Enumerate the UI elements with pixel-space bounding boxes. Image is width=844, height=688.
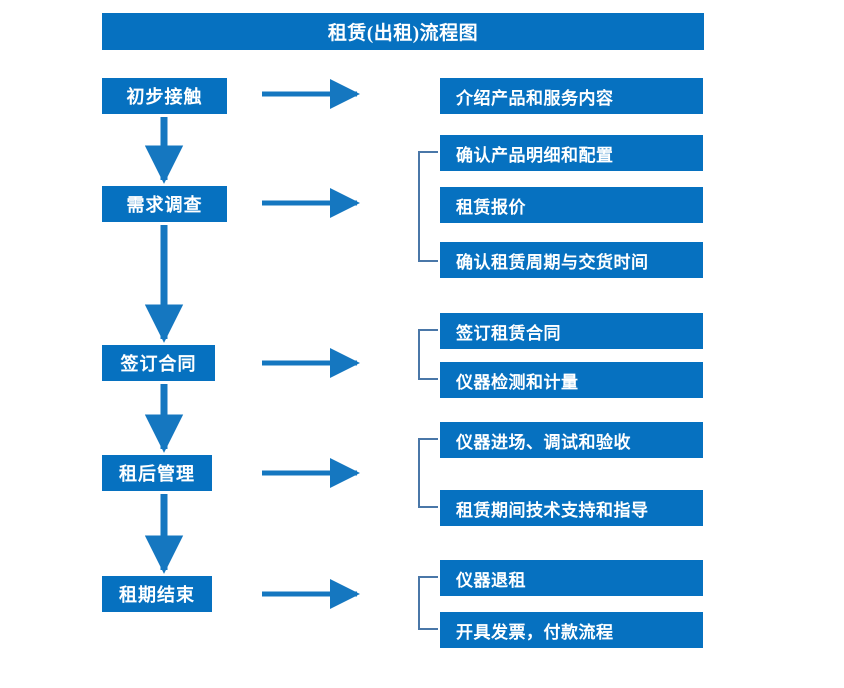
detail-label: 仪器检测和计量 [456, 372, 579, 392]
stage-box-qianding-hetong[interactable]: 签订合同 [102, 345, 215, 381]
bracket-group-postrental [418, 438, 438, 508]
detail-box-instrument-test[interactable]: 仪器检测和计量 [440, 362, 703, 398]
flowchart-title-bar: 租赁(出租)流程图 [102, 13, 704, 50]
group-brackets [418, 151, 438, 630]
stage-box-chubu-jiechu[interactable]: 初步接触 [102, 78, 227, 114]
stage-box-zuqi-jieshu[interactable]: 租期结束 [102, 576, 212, 612]
detail-box-technical-support[interactable]: 租赁期间技术支持和指导 [440, 490, 703, 526]
detail-label: 签订租赁合同 [456, 323, 561, 343]
detail-label: 仪器退租 [456, 570, 526, 590]
bracket-group-demand [418, 151, 438, 262]
stage-box-xuqiu-diaocha[interactable]: 需求调查 [102, 186, 227, 222]
detail-box-instrument-install[interactable]: 仪器进场、调试和验收 [440, 422, 703, 458]
horizontal-arrows [262, 79, 360, 609]
detail-box-rental-quote[interactable]: 租赁报价 [440, 187, 703, 223]
stage-label: 签订合同 [120, 354, 197, 374]
stage-label: 租期结束 [119, 585, 195, 605]
detail-box-confirm-period[interactable]: 确认租赁周期与交货时间 [440, 242, 703, 278]
detail-label: 确认租赁周期与交货时间 [456, 252, 649, 272]
detail-label: 租赁报价 [456, 197, 526, 217]
stage-label: 需求调查 [126, 195, 203, 215]
page-title: 租赁(出租)流程图 [327, 23, 479, 44]
detail-label: 介绍产品和服务内容 [456, 88, 614, 108]
detail-box-instrument-return[interactable]: 仪器退租 [440, 560, 703, 596]
detail-label: 仪器进场、调试和验收 [456, 432, 631, 452]
detail-box-sign-rental-contract[interactable]: 签订租赁合同 [440, 313, 703, 349]
stage-box-zuhou-guanli[interactable]: 租后管理 [102, 455, 212, 491]
bracket-group-contract [418, 329, 438, 380]
detail-label: 租赁期间技术支持和指导 [456, 500, 649, 520]
detail-label: 确认产品明细和配置 [456, 145, 614, 165]
detail-box-intro-products[interactable]: 介绍产品和服务内容 [440, 78, 703, 114]
detail-box-invoice-payment[interactable]: 开具发票，付款流程 [440, 612, 703, 648]
stage-label: 租后管理 [119, 464, 195, 484]
detail-label: 开具发票，付款流程 [456, 622, 614, 642]
detail-box-confirm-spec[interactable]: 确认产品明细和配置 [440, 135, 703, 171]
stage-label: 初步接触 [126, 87, 203, 107]
bracket-group-end [418, 576, 438, 630]
